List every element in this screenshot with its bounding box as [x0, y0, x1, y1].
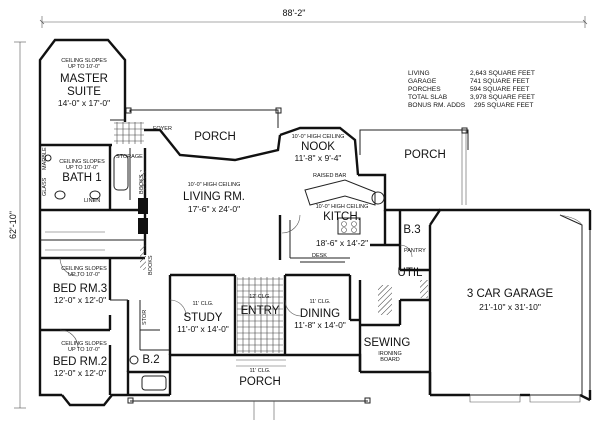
books-label: BOOKS	[148, 255, 154, 275]
room-bath-1: CEILING SLOPES UP TO 10'-0" BATH 1	[59, 159, 105, 184]
room-note: 11' CLG.	[309, 299, 331, 305]
overall-width-dimension	[39, 16, 588, 28]
room-name: DINING	[300, 308, 340, 320]
porch-right-label: PORCH	[404, 149, 446, 161]
room-dimensions: 18'-6" x 14'-2"	[316, 238, 368, 248]
room-note: UP TO 10'-0"	[68, 272, 100, 278]
utility-label: UTIL	[398, 267, 424, 279]
room-note: CEILING SLOPES	[59, 159, 105, 165]
area-table: LIVING 2,643 SQUARE FEET GARAGE 741 SQUA…	[408, 70, 535, 109]
area-value: 295 SQUARE FEET	[474, 102, 533, 109]
linen-label: LINEN	[84, 198, 100, 204]
room-name: STUDY	[184, 312, 223, 324]
room-dining: 11' CLG. DINING 11'-8" x 14'-0"	[294, 299, 346, 330]
room-name: BATH 1	[62, 172, 101, 184]
room-note: 11' CLG.	[249, 368, 271, 374]
fixtures	[44, 122, 428, 391]
room-name: NOOK	[301, 141, 335, 153]
area-label: LIVING	[408, 70, 430, 77]
area-value: 594 SQUARE FEET	[470, 86, 529, 93]
room-name: SUITE	[67, 86, 101, 98]
room-note: IRONING	[378, 351, 402, 357]
raised-bar-label: RAISED BAR	[313, 173, 346, 179]
desk-label: DESK	[312, 253, 327, 259]
room-name: PORCH	[239, 376, 281, 388]
room-nook: 10'-0" HIGH CEILING NOOK 11'-8" x 9'-4"	[292, 134, 345, 163]
porch-bottom: 11' CLG. PORCH	[239, 368, 281, 388]
room-note: UP TO 10'-0"	[68, 64, 100, 70]
room-garage: 3 CAR GARAGE 21'-10" x 31'-10"	[467, 288, 554, 312]
room-note: BOARD	[380, 357, 400, 363]
overall-depth-label: 62'-10"	[8, 211, 18, 239]
room-name: ENTRY	[241, 305, 280, 317]
room-note: UP TO 10'-0"	[66, 165, 98, 171]
porch-outlines	[125, 107, 469, 420]
room-note: 10'-0" HIGH CEILING	[316, 204, 369, 210]
overall-depth-dimension	[14, 41, 26, 409]
storage-label: STOR	[142, 310, 148, 325]
room-name: 3 CAR GARAGE	[467, 288, 554, 300]
area-value: 3,978 SQUARE FEET	[470, 94, 535, 101]
room-dimensions: 11'-8" x 14'-0"	[294, 320, 346, 330]
room-study: 11' CLG. STUDY 11'-0" x 14'-0"	[177, 301, 229, 334]
garage-walls	[428, 208, 592, 403]
room-entry: 12' CLG. ENTRY	[241, 294, 280, 317]
room-note: CEILING SLOPES	[61, 266, 107, 272]
room-name: LIVING RM.	[183, 191, 245, 203]
area-label: GARAGE	[408, 78, 437, 85]
storage-label: STORAGE	[116, 154, 143, 160]
room-name: BED RM.3	[53, 283, 107, 295]
area-label: PORCHES	[408, 86, 441, 93]
room-name: MASTER	[60, 73, 108, 85]
area-value: 741 SQUARE FEET	[470, 78, 529, 85]
area-value: 2,643 SQUARE FEET	[470, 70, 535, 77]
room-living: 10'-0" HIGH CEILING LIVING RM. 17'-6" x …	[183, 182, 245, 214]
porch-top-label: PORCH	[194, 131, 236, 143]
room-dimensions: 12'-0" x 12'-0"	[54, 295, 106, 305]
room-sewing: SEWING IRONING BOARD	[364, 337, 411, 363]
room-note: 10'-0" HIGH CEILING	[188, 182, 241, 188]
interior-walls	[40, 119, 430, 395]
foyer-label: FOYER	[153, 126, 172, 132]
room-note: 12' CLG.	[249, 294, 271, 300]
room-dimensions: 14'-0" x 17'-0"	[58, 98, 110, 108]
room-dimensions: 12'-0" x 12'-0"	[54, 368, 106, 378]
room-dimensions: 17'-6" x 24'-0"	[188, 204, 240, 214]
bath-3-label: B.3	[403, 224, 420, 236]
room-dimensions: 21'-10" x 31'-10"	[479, 302, 541, 312]
room-note: 11' CLG.	[192, 301, 214, 307]
overall-width-label: 88'-2"	[283, 8, 306, 18]
room-note: 10'-0" HIGH CEILING	[292, 134, 345, 140]
room-bed-3: CEILING SLOPES UP TO 10'-0" BED RM.3 12'…	[53, 266, 107, 305]
area-label: BONUS RM. ADDS	[408, 102, 466, 109]
room-note: UP TO 10'-0"	[68, 347, 100, 353]
room-name: SEWING	[364, 337, 411, 349]
room-kitchen: 10'-0" HIGH CEILING KITCH. 18'-6" x 14'-…	[316, 204, 369, 248]
room-name: KITCH.	[323, 211, 361, 223]
glass-label: GLASS	[42, 177, 48, 196]
marble-label: MARBLE	[42, 147, 48, 170]
room-master-suite: CEILING SLOPES UP TO 10'-0" MASTER SUITE…	[58, 58, 110, 108]
room-dimensions: 11'-8" x 9'-4"	[295, 153, 342, 163]
room-note: CEILING SLOPES	[61, 58, 107, 64]
room-note: CEILING SLOPES	[61, 341, 107, 347]
area-label: TOTAL SLAB	[408, 94, 448, 101]
room-name: BED RM.2	[53, 356, 107, 368]
room-dimensions: 11'-0" x 14'-0"	[177, 324, 229, 334]
books-label: BOOKS	[139, 174, 145, 194]
bath-2-label: B.2	[142, 354, 159, 366]
room-bed-2: CEILING SLOPES UP TO 10'-0" BED RM.2 12'…	[53, 341, 107, 378]
pantry-label: PANTRY	[404, 248, 426, 254]
